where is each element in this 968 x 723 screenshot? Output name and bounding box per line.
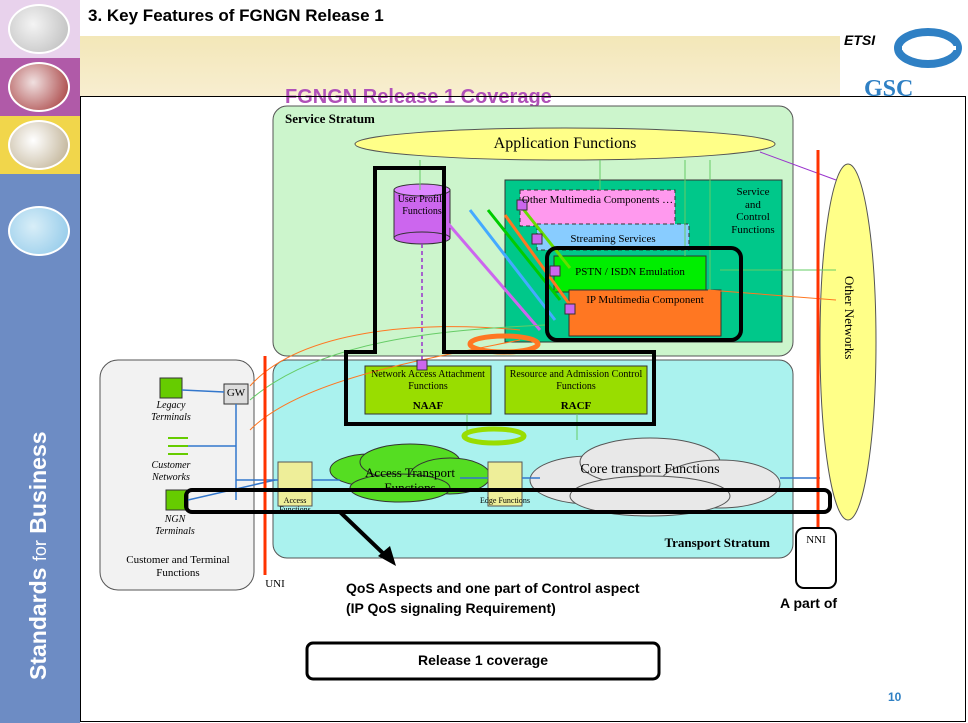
sidebar-band-2: [0, 58, 80, 116]
moon-image-3: [8, 120, 70, 170]
sidebar: Standards for Business: [0, 0, 80, 723]
naaf-box: [364, 365, 492, 415]
pstn-emulation-box: [553, 255, 707, 293]
etsi-logo-ring-icon: [894, 28, 962, 68]
gw-label: GW: [226, 387, 246, 399]
control-ring-bottom: [461, 426, 527, 446]
slide-frame: [80, 96, 966, 722]
naaf-title: Network Access Attachment Functions: [371, 369, 485, 392]
moon-image-1: [8, 4, 70, 54]
user-profile-label: User Profile Functions: [397, 194, 447, 217]
other-networks-label: Other Networks: [842, 276, 857, 360]
streaming-services-box: [536, 223, 690, 251]
transport-stratum-label: Transport Stratum: [664, 535, 770, 550]
moon-image-4: [8, 206, 70, 256]
naaf-abbr: NAAF: [412, 400, 444, 412]
release-outline-pstn: [545, 246, 743, 342]
qos-annotation-line2: (IP QoS signaling Requirement): [346, 600, 556, 616]
etsi-gsc-logo: ETSI GSC: [840, 28, 968, 106]
racf-abbr: RACF: [560, 400, 592, 412]
streaming-services-label: Streaming Services: [570, 233, 656, 245]
gsc-logo-text: GSC: [864, 76, 914, 102]
release-coverage-label: Release 1 coverage: [418, 652, 548, 668]
customer-network-icon: [168, 437, 188, 455]
customer-terminal-box: [99, 359, 255, 591]
qos-annotation-line1: QoS Aspects and one part of Control aspe…: [346, 580, 640, 596]
subtitle-band: FGNGN Release 1 Coverage: [80, 36, 840, 108]
page-title: 3. Key Features of FGNGN Release 1: [88, 6, 384, 25]
customer-terminal-label: Customer and Terminal Functions: [126, 554, 230, 579]
ip-multimedia-label: IP Multimedia Component: [586, 294, 704, 306]
release-coverage-box: [305, 641, 661, 681]
other-networks-ellipse: [819, 163, 877, 521]
a-part-of-label: A part of: [780, 595, 838, 611]
racf-box: [504, 365, 648, 415]
page-subtitle: FGNGN Release 1 Coverage: [285, 86, 552, 108]
legacy-terminal-icon: [159, 377, 183, 399]
page-number: 10: [888, 690, 902, 704]
etsi-logo-text: ETSI: [844, 32, 876, 48]
pstn-emulation-label: PSTN / ISDN Emulation: [575, 266, 685, 278]
sidebar-band-1: [0, 0, 80, 58]
application-functions-ellipse: [354, 127, 776, 161]
access-transport-cloud: [329, 443, 491, 503]
title-bar: 3. Key Features of FGNGN Release 1: [80, 0, 968, 36]
legacy-terminals-label: Legacy Terminals: [151, 400, 191, 423]
access-transport-label: Access Transport Functions: [365, 465, 455, 495]
moon-image-2: [8, 62, 70, 112]
other-multimedia-label: Other Multimedia Components …: [521, 194, 674, 206]
sidebar-band-3: [0, 116, 80, 174]
access-functions-label: Access Functions: [279, 496, 311, 515]
release-outline-transport: [184, 488, 832, 514]
core-transport-label: Core transport Functions: [580, 462, 720, 477]
uni-label: UNI: [265, 578, 285, 590]
nni-label: NNI: [806, 534, 826, 546]
edge-functions-box: [487, 461, 523, 507]
ip-multimedia-box: [568, 289, 722, 337]
edge-functions-label: Edge Functions: [480, 496, 530, 505]
racf-title: Resource and Admission Control Functions: [509, 369, 643, 392]
access-functions-box: [277, 461, 313, 507]
application-functions-label: Application Functions: [493, 135, 637, 152]
user-profile-cylinder: [393, 189, 451, 239]
nni-box: [795, 527, 837, 589]
service-control-label: Service and Control Functions: [731, 186, 775, 236]
ngn-terminals-label: NGN Terminals: [155, 514, 195, 537]
sidebar-band-4: [0, 174, 80, 294]
customer-networks-label: Customer Networks: [151, 460, 191, 483]
service-stratum-label: Service Stratum: [285, 111, 375, 126]
core-transport-cloud: [529, 437, 781, 517]
release-outline-naaf: [344, 166, 656, 426]
